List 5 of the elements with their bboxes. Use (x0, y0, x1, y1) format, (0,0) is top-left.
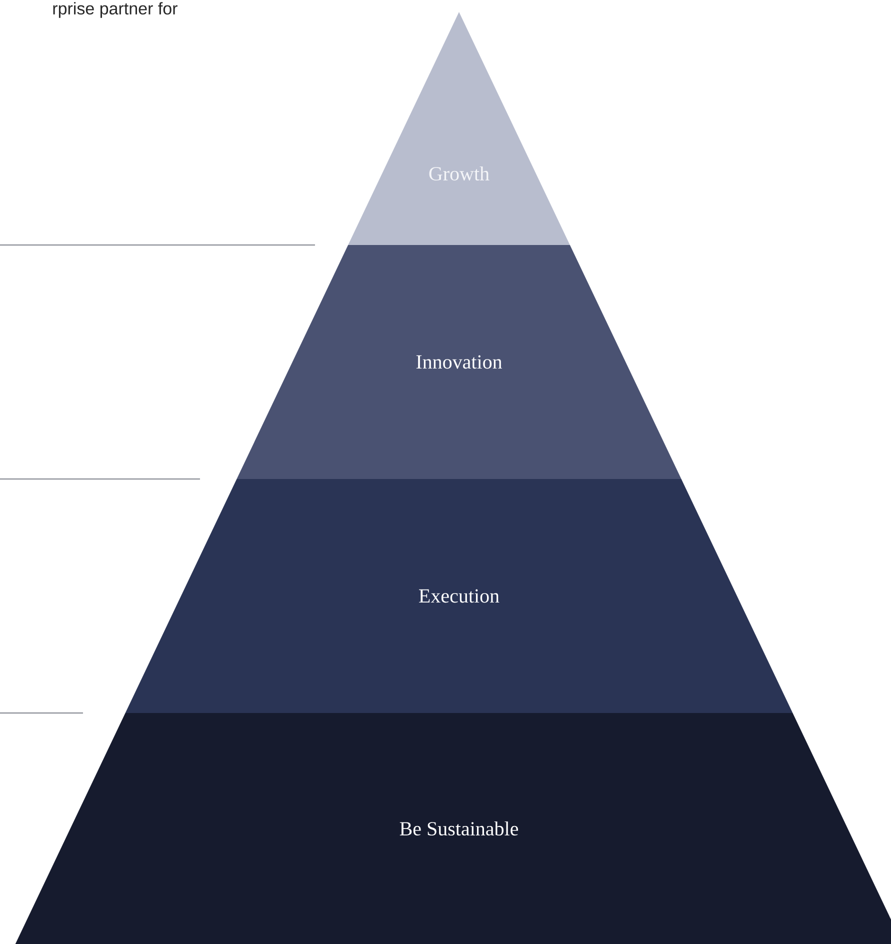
pyramid-level: Innovation (236, 245, 682, 479)
pyramid-level: Growth (348, 12, 570, 245)
pyramid-level: Be Sustainable (15, 713, 891, 944)
pyramid-level: Execution (125, 479, 793, 713)
text-fragment: rprise partner for (53, 2, 178, 18)
